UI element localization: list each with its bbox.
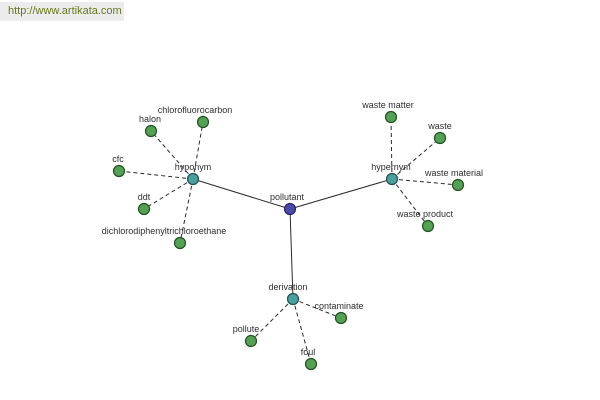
node-waste-matter[interactable] bbox=[384, 110, 398, 124]
node-label-waste-material: waste material bbox=[424, 168, 483, 178]
node-cfc[interactable] bbox=[112, 164, 126, 178]
node-label-foul: foul bbox=[301, 347, 316, 357]
edge-derivation-foul bbox=[292, 298, 312, 365]
node-waste-product[interactable] bbox=[421, 219, 435, 233]
url-watermark: http://www.artikata.com bbox=[0, 2, 124, 21]
edge-hyponym-dichlorodiphenyltrichloroethane bbox=[179, 178, 194, 244]
node-derivation[interactable] bbox=[286, 292, 300, 306]
node-contaminate[interactable] bbox=[334, 311, 348, 325]
node-label-hyponym: hyponym bbox=[175, 162, 212, 172]
node-label-pollutant: pollutant bbox=[270, 192, 305, 202]
node-halon[interactable] bbox=[144, 124, 158, 138]
edge-hypernym-waste-matter bbox=[390, 116, 393, 180]
node-waste-material[interactable] bbox=[451, 178, 465, 192]
node-chlorofluorocarbon[interactable] bbox=[196, 115, 210, 129]
node-label-halon: halon bbox=[139, 114, 161, 124]
edge-hyponym-ddt bbox=[143, 178, 194, 210]
node-hyponym[interactable] bbox=[186, 172, 200, 186]
node-label-pollute: pollute bbox=[233, 324, 260, 334]
node-label-cfc: cfc bbox=[112, 154, 124, 164]
node-label-waste-product: waste product bbox=[396, 209, 454, 219]
edge-hypernym-waste-product bbox=[391, 178, 429, 227]
edge-pollutant-hypernym bbox=[289, 178, 393, 210]
node-ddt[interactable] bbox=[137, 202, 151, 216]
edge-derivation-pollute bbox=[250, 298, 294, 342]
edge-derivation-contaminate bbox=[292, 298, 342, 319]
node-waste[interactable] bbox=[433, 131, 447, 145]
node-foul[interactable] bbox=[304, 357, 318, 371]
node-label-waste-matter: waste matter bbox=[361, 100, 414, 110]
node-label-chlorofluorocarbon: chlorofluorocarbon bbox=[158, 105, 233, 115]
edge-hypernym-waste-material bbox=[391, 178, 459, 186]
node-label-dichlorodiphenyltrichloroethane: dichlorodiphenyltrichloroethane bbox=[102, 226, 227, 236]
edge-hyponym-cfc bbox=[118, 170, 194, 180]
node-pollute[interactable] bbox=[244, 334, 258, 348]
node-pollutant[interactable] bbox=[283, 202, 297, 216]
node-dichlorodiphenyltrichloroethane[interactable] bbox=[173, 236, 187, 250]
node-label-ddt: ddt bbox=[138, 192, 151, 202]
edge-hyponym-chlorofluorocarbon bbox=[192, 121, 204, 180]
edge-pollutant-derivation bbox=[289, 208, 294, 300]
node-label-hypernym: hypernym bbox=[371, 162, 411, 172]
node-label-derivation: derivation bbox=[268, 282, 307, 292]
edge-hypernym-waste bbox=[391, 137, 441, 180]
node-hypernym[interactable] bbox=[385, 172, 399, 186]
edge-pollutant-hyponym bbox=[192, 178, 291, 210]
node-label-waste: waste bbox=[427, 121, 452, 131]
edge-hyponym-halon bbox=[150, 130, 194, 180]
node-label-contaminate: contaminate bbox=[314, 301, 363, 311]
